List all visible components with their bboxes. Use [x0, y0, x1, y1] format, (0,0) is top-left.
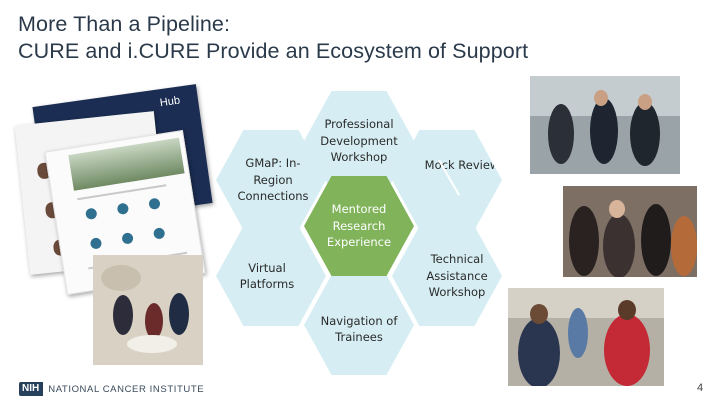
hex-center-label: Mentored Research Experience	[326, 202, 392, 250]
hex-mock-review: Mock Review	[392, 130, 502, 230]
website-banner-image	[68, 137, 185, 191]
page-number: 4	[697, 382, 704, 394]
slide-title-line-2: CURE and i.CURE Provide an Ecosystem of …	[18, 39, 529, 63]
audience-photo	[563, 186, 697, 277]
resource-icon	[116, 202, 130, 216]
website-screenshot-profiles	[14, 111, 170, 275]
hub-heading: Hub	[159, 94, 181, 110]
hex-label: GMaP: In-Region Connections	[237, 156, 309, 204]
website-screenshot-hub: Hub	[32, 84, 213, 226]
hex-label: Professional Development Workshop	[320, 117, 398, 165]
hex-label: Mock Review	[424, 157, 500, 172]
hex-navigation-of-trainees: Navigation of Trainees	[304, 275, 414, 375]
profile-photo	[52, 238, 69, 257]
resource-icon	[89, 237, 103, 250]
hex-label: Navigation of Trainees	[320, 313, 398, 345]
resource-icon	[152, 227, 166, 240]
discussion-group-photo	[530, 76, 680, 174]
hex-virtual-platforms: Virtual Platforms	[216, 226, 326, 326]
profile-photo	[44, 201, 61, 219]
institute-name: NATIONAL CANCER INSTITUTE	[48, 383, 205, 395]
hex-technical-assistance: Technical Assistance Workshop	[392, 226, 502, 326]
nci-logo: NIH NATIONAL CANCER INSTITUTE	[19, 381, 204, 397]
profile-photo	[36, 162, 53, 180]
slide-title: More Than a Pipeline: CURE and i.CURE Pr…	[18, 11, 618, 65]
hex-label: Virtual Platforms	[239, 260, 295, 292]
hex-mentored-research: Mentored Research Experience	[304, 176, 414, 276]
workshop-room-photo	[93, 255, 203, 365]
resource-icon	[84, 207, 98, 221]
mentoring-conversation-photo	[508, 288, 664, 386]
resource-icon	[121, 232, 134, 245]
hex-label: Technical Assistance Workshop	[426, 252, 488, 300]
text-line	[77, 184, 167, 201]
slide-title-line-1: More Than a Pipeline:	[18, 12, 231, 36]
resource-icon	[148, 197, 161, 211]
nih-mark: NIH	[19, 382, 44, 396]
